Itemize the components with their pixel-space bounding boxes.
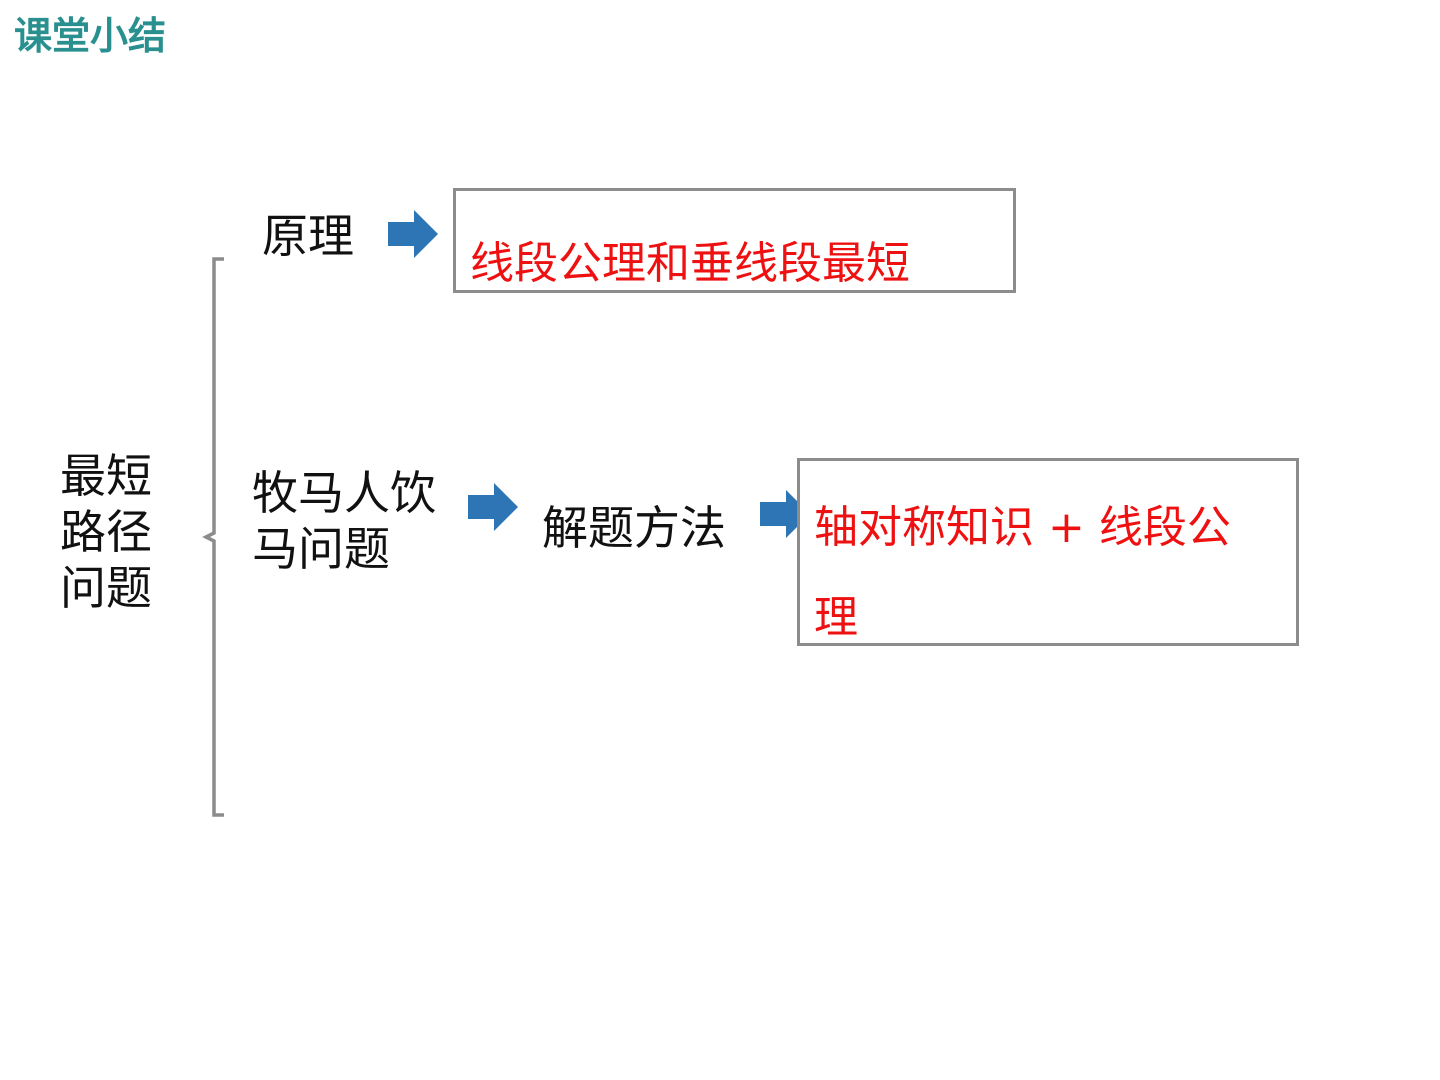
method-label: 解题方法 bbox=[542, 501, 726, 555]
root-topic-line-3: 问题 bbox=[60, 561, 152, 616]
method-box-line-1: 轴对称知识 + 线段公 bbox=[814, 502, 1231, 553]
root-topic-label: 最短 路径 问题 bbox=[60, 448, 152, 616]
method-box-line-2: 理 bbox=[814, 592, 858, 643]
root-topic-line-2: 路径 bbox=[60, 505, 152, 560]
problem-label-line-2: 马问题 bbox=[252, 522, 390, 577]
root-topic-line-1: 最短 bbox=[60, 449, 152, 503]
right-arrow-icon bbox=[388, 210, 438, 258]
principle-label: 原理 bbox=[262, 209, 354, 263]
principle-box-text: 线段公理和垂线段最短 bbox=[470, 238, 910, 289]
method-box-text: 轴对称知识 + 线段公 理 bbox=[814, 483, 1231, 663]
problem-label: 牧马人饮 马问题 bbox=[252, 465, 436, 577]
problem-label-line-1: 牧马人饮 bbox=[252, 466, 436, 520]
slide-title: 课堂小结 bbox=[14, 14, 167, 58]
method-box: 轴对称知识 + 线段公 理 bbox=[797, 458, 1299, 646]
left-brace-icon bbox=[202, 257, 224, 817]
right-arrow-icon bbox=[468, 483, 518, 531]
principle-box: 线段公理和垂线段最短 bbox=[453, 188, 1016, 293]
